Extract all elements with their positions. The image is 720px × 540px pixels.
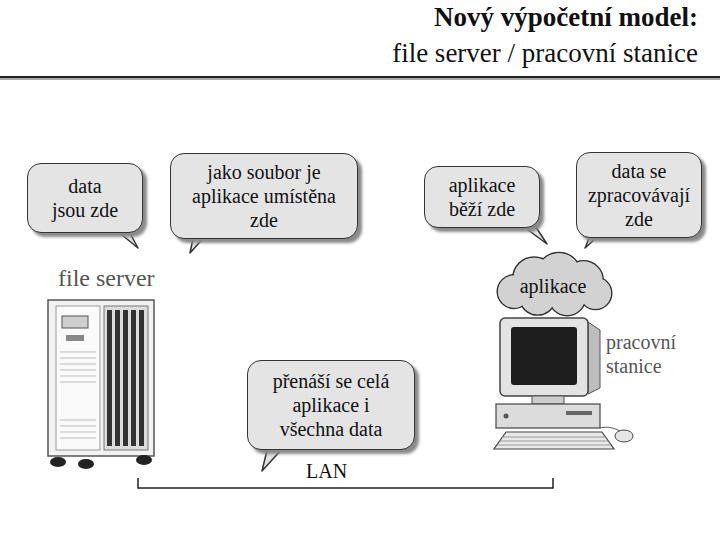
callout-text: aplikace běží zde — [439, 173, 525, 221]
text-wrap: aplikace běží zde — [439, 173, 525, 221]
application-cloud: aplikace — [494, 258, 612, 314]
callout-text: data jsou zde — [51, 174, 120, 222]
speech-callout: aplikace běží zde — [424, 166, 540, 228]
callout-text: přenáší se celá aplikace i všechna data — [272, 369, 390, 441]
header-rule — [0, 76, 720, 78]
callout-text: data se zpracovávají zde — [584, 159, 694, 231]
text-wrap: aplikace — [503, 274, 603, 298]
server-label: file server — [58, 264, 155, 293]
file-server-figure — [48, 300, 154, 469]
speech-callout: jako soubor je aplikace umístěna zde — [170, 153, 358, 239]
text-wrap: jako soubor je aplikace umístěna zde — [183, 160, 345, 232]
callout-text: aplikace — [503, 274, 603, 298]
network-label: LAN — [306, 459, 347, 483]
slide-title: Nový výpočetní model: — [434, 1, 698, 35]
speech-callout: přenáší se celá aplikace i všechna data — [247, 360, 415, 450]
slide-subtitle: file server / pracovní stanice — [392, 37, 698, 69]
speech-callout: data se zpracovávají zde — [576, 152, 702, 238]
header-rule-shadow — [0, 78, 720, 80]
text-wrap: data se zpracovávají zde — [584, 159, 694, 231]
speech-callout: data jsou zde — [27, 163, 143, 233]
text-wrap: data jsou zde — [51, 174, 120, 222]
text-wrap: přenáší se celá aplikace i všechna data — [272, 369, 390, 441]
callout-text: jako soubor je aplikace umístěna zde — [183, 160, 345, 232]
workstation-label: pracovní stanice — [606, 330, 688, 378]
